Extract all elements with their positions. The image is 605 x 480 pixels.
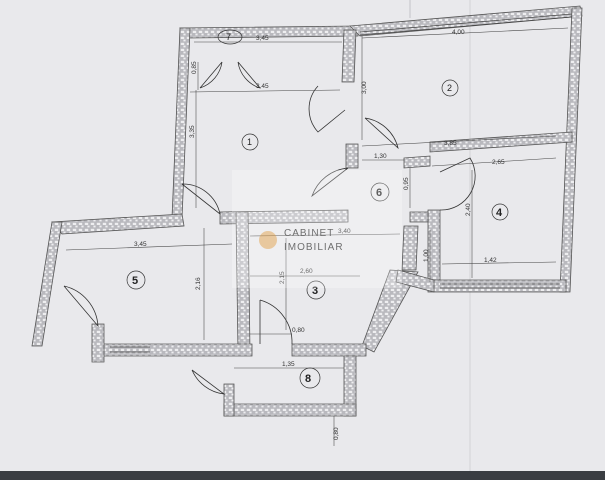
door-room7-left <box>199 61 223 89</box>
room-7-circle <box>217 29 243 45</box>
dim-room6-height: 0,95 <box>403 177 410 190</box>
wall-room5-bottom <box>91 343 253 357</box>
door-room2-room6 <box>364 117 399 150</box>
dim-300-vertical: 3,00 <box>361 81 368 94</box>
door-room5-entry <box>63 285 99 328</box>
dim-room5-height: 2,16 <box>195 277 202 290</box>
room-8-circle <box>299 367 321 389</box>
room-5-number: 5 <box>132 275 138 287</box>
dim-door-width: 0,80 <box>292 327 305 334</box>
wall-right-outer <box>559 7 583 293</box>
wall-room8-left <box>223 383 235 417</box>
doors <box>63 61 476 395</box>
wall-room6-top <box>403 155 431 169</box>
watermark-box <box>232 170 402 288</box>
room-7-number: 7 <box>226 32 231 42</box>
wall-mid-lower <box>345 143 359 169</box>
dim-room1-width: 3,45 <box>256 83 269 90</box>
room-6-circle <box>370 182 390 202</box>
room-2-number: 2 <box>447 83 452 93</box>
watermark-line2: IMOBILIAR <box>284 242 344 253</box>
watermark: CABINET IMOBILIAR <box>232 170 402 288</box>
wall-diagonal-link <box>395 269 435 293</box>
dim-room8-depth: 0,80 <box>333 427 340 440</box>
room-labels <box>126 29 509 389</box>
dim-room4-width: 2,65 <box>492 159 505 166</box>
window-top-right <box>359 13 573 33</box>
room-5-circle <box>126 270 146 290</box>
wall-room3-top <box>219 209 349 225</box>
room-8-number: 8 <box>305 373 311 385</box>
room-1-circle <box>241 133 259 151</box>
wall-diagonal <box>361 269 419 353</box>
dim-room1-height: 3,35 <box>189 125 196 138</box>
room-6-number: 6 <box>376 187 382 199</box>
dimension-labels: 3,45 4,00 0,85 3,45 3,00 3,35 3,85 1,30 … <box>134 29 505 440</box>
dim-room2-bottom: 3,85 <box>444 140 457 147</box>
dim-room3-width: 2,60 <box>300 268 313 275</box>
dim-room6-width: 1,30 <box>374 153 387 160</box>
room-4-circle <box>491 203 509 221</box>
dim-room3-height: 2,15 <box>279 271 286 284</box>
walls <box>31 5 583 417</box>
dim-top-left: 3,45 <box>256 35 269 42</box>
door-room7-right <box>237 61 261 89</box>
dim-100-vertical: 1,00 <box>423 249 430 262</box>
watermark-line1: CABINET <box>284 228 334 239</box>
dim-room3-top: 3,40 <box>338 228 351 235</box>
wall-room6-stub <box>409 211 429 223</box>
door-room6 <box>311 167 349 198</box>
dim-085-vertical: 0,85 <box>191 61 198 74</box>
room-1-number: 1 <box>247 137 252 147</box>
dimension-lines <box>65 27 569 446</box>
door-room4 <box>439 157 476 211</box>
watermark-logo-icon <box>259 231 277 249</box>
wall-room4-bottom <box>427 279 567 293</box>
wall-room6-right <box>401 225 419 271</box>
door-room8 <box>191 369 226 395</box>
wall-mid-upper <box>341 29 357 83</box>
dim-room4-bottom: 1,42 <box>484 257 497 264</box>
door-room3 <box>259 299 293 345</box>
room-4-number: 4 <box>496 207 503 219</box>
wall-top-left <box>179 25 359 39</box>
wall-room3-bottom <box>291 343 367 357</box>
room-3-circle <box>306 280 326 300</box>
dim-room4-height: 2,40 <box>465 203 472 216</box>
wall-room5-left <box>31 221 63 347</box>
door-room1-room2 <box>308 85 346 133</box>
wall-room5-door-jamb <box>91 323 105 363</box>
windows <box>110 13 573 353</box>
wall-room8-bottom <box>223 403 357 417</box>
room-2-circle <box>441 79 459 97</box>
room-3-number: 3 <box>312 285 318 297</box>
dim-room8-width: 1,35 <box>282 361 295 368</box>
dim-room5-width: 3,45 <box>134 241 147 248</box>
dim-top-right: 4,00 <box>452 29 465 36</box>
bottom-bar <box>0 471 605 480</box>
door-room1-room5 <box>181 183 221 216</box>
